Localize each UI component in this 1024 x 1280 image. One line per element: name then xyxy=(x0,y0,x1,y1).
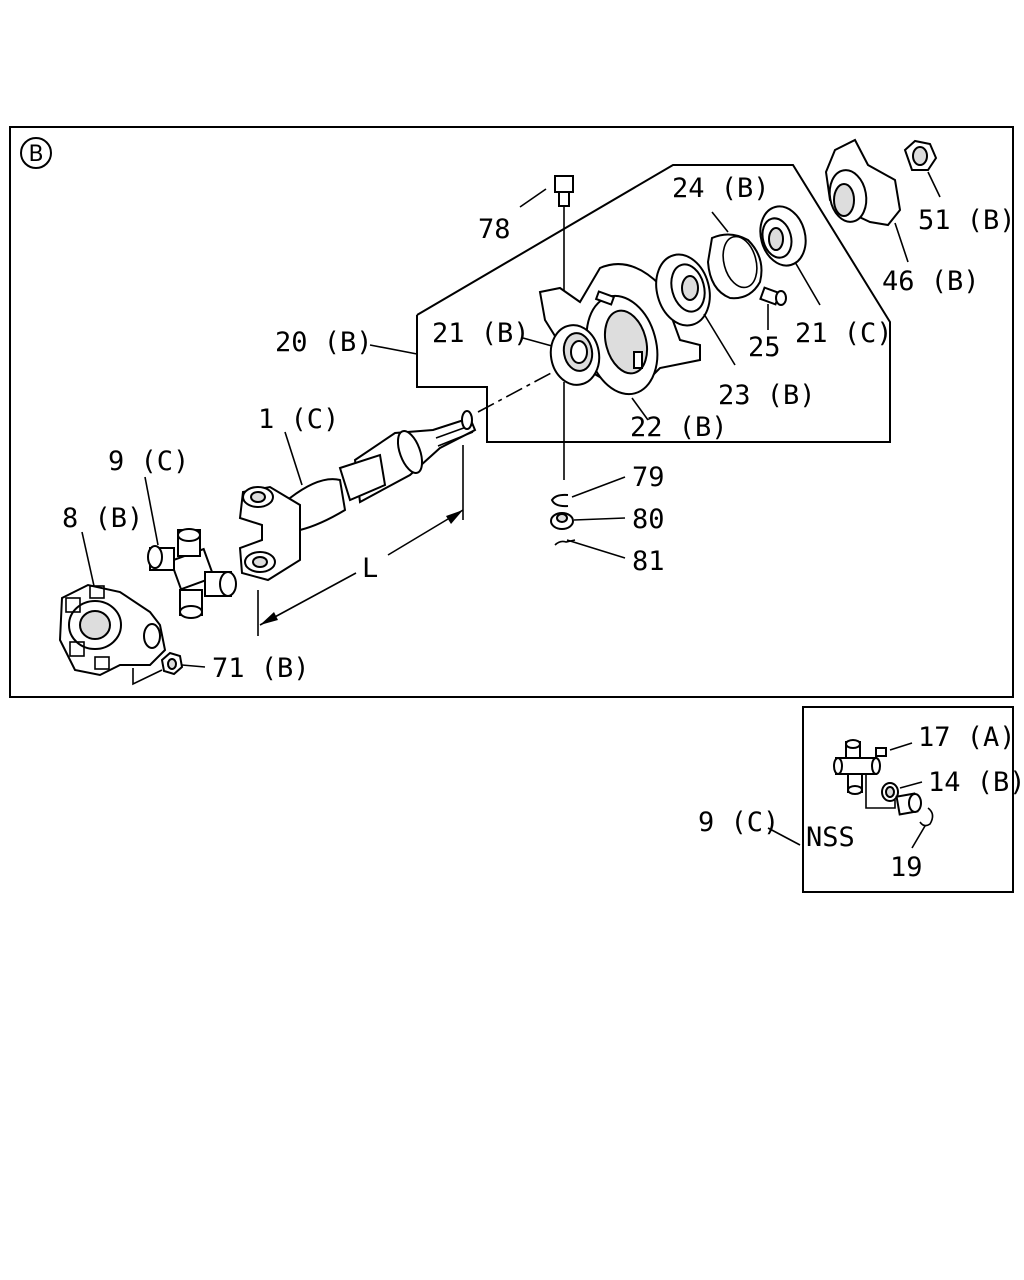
label-9c: 9 (C) xyxy=(108,446,189,477)
label-21c: 21 (C) xyxy=(795,318,893,349)
castle-nut-80 xyxy=(550,512,626,530)
seal-21c xyxy=(759,205,821,306)
nss-bracket xyxy=(865,775,896,809)
label-24b: 24 (B) xyxy=(672,173,770,204)
cotter-pin-81 xyxy=(554,539,626,559)
inset-frame xyxy=(802,706,1014,893)
main-frame xyxy=(9,126,1014,698)
bearing-cup xyxy=(895,792,922,816)
label-51b: 51 (B) xyxy=(918,205,1016,236)
label-8b: 8 (B) xyxy=(62,503,143,534)
seal-21b xyxy=(522,324,601,480)
inset-universal-joint xyxy=(833,739,881,795)
group-bracket-20b xyxy=(416,164,891,443)
washer-79 xyxy=(550,476,626,508)
dimension-L xyxy=(257,445,464,636)
label-71b: 71 (B) xyxy=(212,653,310,684)
section-badge-text: B xyxy=(28,142,43,167)
label-19: 19 xyxy=(890,852,923,883)
label-14b: 14 (B) xyxy=(928,767,1024,798)
grease-nipple-17a xyxy=(875,742,913,757)
spacer-24b xyxy=(706,211,763,300)
label-25: 25 xyxy=(748,332,781,363)
nut-51b xyxy=(903,139,941,198)
label-23b: 23 (B) xyxy=(718,380,816,411)
seal-14b xyxy=(881,781,923,802)
label-dim-L: L xyxy=(362,553,378,584)
label-78: 78 xyxy=(478,214,511,245)
bolt-78 xyxy=(519,175,574,298)
grease-fitting-25 xyxy=(759,286,787,330)
label-17a: 17 (A) xyxy=(918,722,1016,753)
leader-9c-inset xyxy=(767,827,801,846)
label-22b: 22 (B) xyxy=(630,412,728,443)
bearing-23b xyxy=(655,253,736,366)
label-9c-inset: 9 (C) xyxy=(698,807,779,838)
nut-71b xyxy=(132,651,206,686)
label-79: 79 xyxy=(632,462,665,493)
propeller-shaft-1c xyxy=(238,410,477,582)
label-80: 80 xyxy=(632,504,665,535)
center-axis xyxy=(477,371,554,413)
label-20b: 20 (B) xyxy=(275,327,373,358)
flange-46b xyxy=(824,138,909,263)
flange-yoke-8b xyxy=(58,531,167,677)
universal-joint-9c xyxy=(144,476,237,619)
label-21b: 21 (B) xyxy=(432,318,530,349)
label-81: 81 xyxy=(632,546,665,577)
label-46b: 46 (B) xyxy=(882,266,980,297)
label-nss: NSS xyxy=(806,822,855,853)
snap-ring-19 xyxy=(911,807,934,849)
label-1c: 1 (C) xyxy=(258,404,339,435)
section-badge: B xyxy=(20,137,52,169)
leader-20b xyxy=(369,344,418,355)
